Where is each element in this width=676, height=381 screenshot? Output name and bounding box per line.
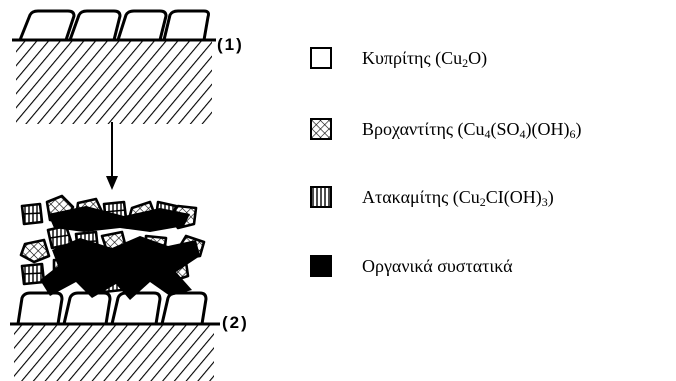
substrate-stage-1 xyxy=(12,38,216,124)
legend-label-cuprite: Κυπρίτης (Cu2O) xyxy=(362,48,488,70)
organics-swatch xyxy=(310,255,332,277)
legend-label-organics: Οργανικά συστατικά xyxy=(362,256,513,276)
stage-label-2: (2) xyxy=(222,313,249,332)
legend-label-atacamite: Ατακαμίτης (Cu2CI(OH)3) xyxy=(362,187,554,209)
legend-label-brochantite: Βροχαντίτης (Cu4(SO4)(OH)6) xyxy=(362,119,582,141)
cuprite-swatch xyxy=(310,47,332,69)
stage-label-1: (1) xyxy=(217,35,244,54)
corrosion-diagram xyxy=(10,9,220,381)
cuprite-layer-stage-2 xyxy=(16,291,208,326)
transformation-arrow xyxy=(106,122,118,190)
cuprite-layer-stage-1 xyxy=(18,9,210,42)
atacamite-swatch xyxy=(310,186,332,208)
atacamite-grid-lines xyxy=(21,209,127,275)
atacamite-crystals xyxy=(20,200,178,294)
brochantite-swatch xyxy=(310,118,332,140)
substrate-stage-2 xyxy=(10,322,220,381)
brochantite-crystals xyxy=(19,194,206,288)
